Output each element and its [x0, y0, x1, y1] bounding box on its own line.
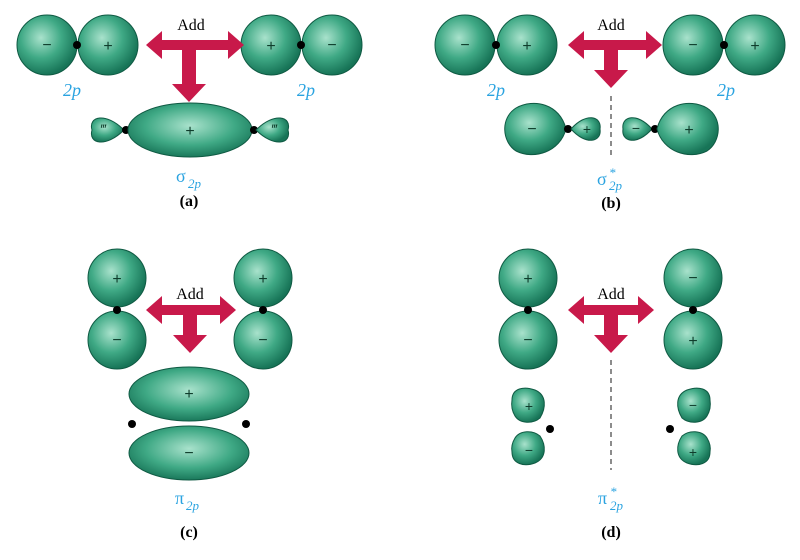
orbital-small-lobe — [90, 117, 125, 143]
caption-2p-left: 2p — [487, 80, 505, 100]
pi-antibonding-small-lobe — [677, 431, 711, 466]
nucleus-dot — [524, 306, 532, 314]
sign-plus: + — [184, 386, 193, 403]
panel-d: + − − + Add + − − + π * 2p (d) — [498, 248, 723, 541]
orbital-large-lobe — [504, 102, 567, 156]
sign-plus: + — [583, 121, 591, 137]
nucleus-dot — [666, 425, 674, 433]
sign-plus: + — [684, 122, 693, 139]
sign-minus: − — [42, 37, 51, 54]
sign-minus: − — [112, 332, 121, 349]
nucleus-dot — [564, 125, 572, 133]
add-arrow-icon — [146, 31, 244, 102]
nucleus-dot — [720, 41, 728, 49]
sign-plus: + — [689, 444, 697, 460]
panel-label-c: (c) — [180, 524, 198, 541]
sign-minus: − — [525, 442, 533, 458]
sign-plus: + — [523, 271, 532, 288]
lobe-mark: ‴ — [101, 121, 107, 137]
sign-minus: − — [258, 332, 267, 349]
orbital-small-lobe — [570, 117, 601, 141]
caption-2p-right: 2p — [297, 80, 315, 100]
sign-minus: − — [523, 332, 532, 349]
orbital-small-lobe — [255, 117, 290, 143]
sign-plus: + — [258, 271, 267, 288]
pi-antibonding-small-lobe — [511, 387, 545, 423]
panel-label-d: (d) — [601, 524, 621, 541]
sign-minus: − — [689, 397, 697, 413]
panel-label-b: (b) — [601, 195, 621, 212]
panel-c: + − + − Add + − π 2p (c) — [87, 248, 293, 541]
sign-plus: + — [525, 398, 533, 414]
nucleus-dot — [689, 306, 697, 314]
caption-2p-right: 2p — [717, 80, 735, 100]
sign-minus: − — [688, 270, 697, 287]
sign-minus: − — [688, 37, 697, 54]
sigma-star-subscript: 2p — [609, 178, 623, 193]
panel-b: − + − + Add 2p 2p − + − + σ * 2p (b) — [434, 14, 786, 212]
nucleus-dot — [546, 425, 554, 433]
nucleus-dot — [242, 420, 250, 428]
nucleus-dot — [128, 420, 136, 428]
lobe-mark: ‴ — [272, 121, 278, 137]
sign-plus: + — [522, 38, 531, 55]
sigma-symbol: σ — [176, 166, 186, 186]
add-arrow-icon — [568, 31, 662, 88]
nucleus-dot — [73, 41, 81, 49]
pi-bonding-upper-lobe — [128, 366, 250, 422]
panel-a: − + + − Add 2p 2p ‴ + ‴ σ 2p (a) — [16, 14, 363, 210]
pi-symbol: π — [175, 488, 184, 508]
orbital-small-lobe — [622, 117, 653, 141]
sign-plus: + — [103, 38, 112, 55]
add-arrow-icon — [146, 296, 236, 353]
sign-plus: + — [266, 38, 275, 55]
caption-2p-left: 2p — [63, 80, 81, 100]
sigma-star-symbol: σ — [597, 169, 607, 189]
add-label: Add — [597, 17, 625, 34]
sigma-subscript: 2p — [188, 176, 202, 191]
orbital-large-lobe — [656, 102, 719, 156]
add-arrow-icon — [568, 296, 654, 353]
add-label: Add — [177, 17, 205, 34]
sigma-star-superscript: * — [609, 165, 616, 180]
pi-star-subscript: 2p — [610, 498, 624, 513]
sign-plus: + — [750, 38, 759, 55]
add-label: Add — [597, 286, 625, 303]
nucleus-dot — [297, 41, 305, 49]
nucleus-dot — [651, 125, 659, 133]
pi-antibonding-small-lobe — [511, 431, 545, 466]
nucleus-dot — [259, 306, 267, 314]
nucleus-dot — [113, 306, 121, 314]
pi-bonding-lower-lobe — [128, 425, 250, 481]
sign-minus: − — [527, 121, 536, 138]
sign-plus: + — [185, 123, 194, 140]
pi-subscript: 2p — [186, 498, 200, 513]
add-label: Add — [176, 286, 204, 303]
panel-label-a: (a) — [180, 193, 199, 210]
pi-star-superscript: * — [610, 484, 617, 499]
pi-star-symbol: π — [598, 488, 607, 508]
sign-plus: + — [688, 333, 697, 350]
sign-minus: − — [632, 120, 640, 136]
nucleus-dot — [492, 41, 500, 49]
sign-minus: − — [327, 37, 336, 54]
sign-minus: − — [460, 37, 469, 54]
pi-antibonding-small-lobe — [677, 387, 711, 423]
sign-minus: − — [184, 445, 193, 462]
sign-plus: + — [112, 271, 121, 288]
nucleus-dot — [250, 126, 258, 134]
